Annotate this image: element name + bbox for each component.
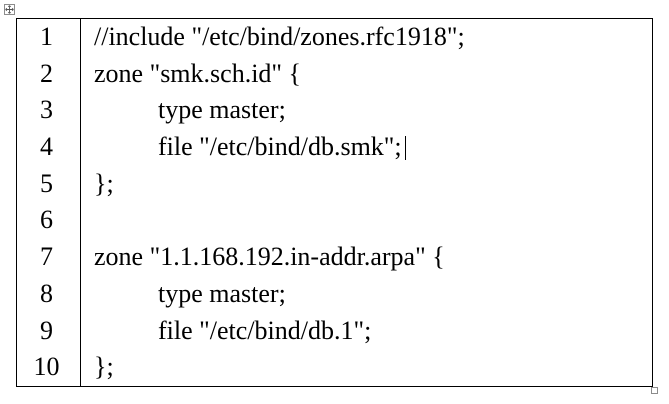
code-line-text: }; [94,352,114,382]
code-line-text: zone "smk.sch.id" { [94,58,302,88]
line-number: 2 [40,58,53,88]
code-line: file "/etc/bind/db.1"; [81,313,652,350]
line-number: 6 [40,205,53,235]
code-line-text: type master; [158,278,286,308]
line-number: 5 [40,168,53,198]
table-move-handle-icon[interactable] [4,4,15,15]
table-resize-handle-icon[interactable] [651,387,658,394]
code-column[interactable]: //include "/etc/bind/zones.rfc1918"; zon… [80,18,653,387]
code-line-text: zone "1.1.168.192.in-addr.arpa" { [94,242,445,272]
code-line: //include "/etc/bind/zones.rfc1918"; [81,19,652,56]
code-table[interactable]: 1 2 3 4 5 6 7 8 9 10 //include "/etc/bin… [16,18,653,387]
line-number: 10 [33,352,60,382]
code-line-text: file "/etc/bind/db.smk"; [158,132,402,162]
code-line: }; [81,166,652,203]
code-line-text: }; [94,168,114,198]
line-number: 8 [40,278,53,308]
code-line-text: file "/etc/bind/db.1"; [158,315,372,345]
line-number-column[interactable]: 1 2 3 4 5 6 7 8 9 10 [16,18,81,387]
code-line: file "/etc/bind/db.smk"; [81,129,652,166]
code-line: type master; [81,92,652,129]
code-line: zone "smk.sch.id" { [81,56,652,93]
line-number: 9 [40,315,53,345]
code-line-text: type master; [158,95,286,125]
code-line: type master; [81,276,652,313]
code-line: zone "1.1.168.192.in-addr.arpa" { [81,239,652,276]
line-number: 3 [40,95,53,125]
line-number: 4 [40,132,53,162]
code-line [81,202,652,239]
code-line-text: //include "/etc/bind/zones.rfc1918"; [94,22,465,51]
code-line: }; [81,349,652,386]
line-number: 1 [40,22,53,51]
text-cursor [404,135,406,160]
table-row: 1 2 3 4 5 6 7 8 9 10 //include "/etc/bin… [16,18,653,387]
line-number: 7 [40,242,53,272]
four-arrows-icon [5,5,14,14]
